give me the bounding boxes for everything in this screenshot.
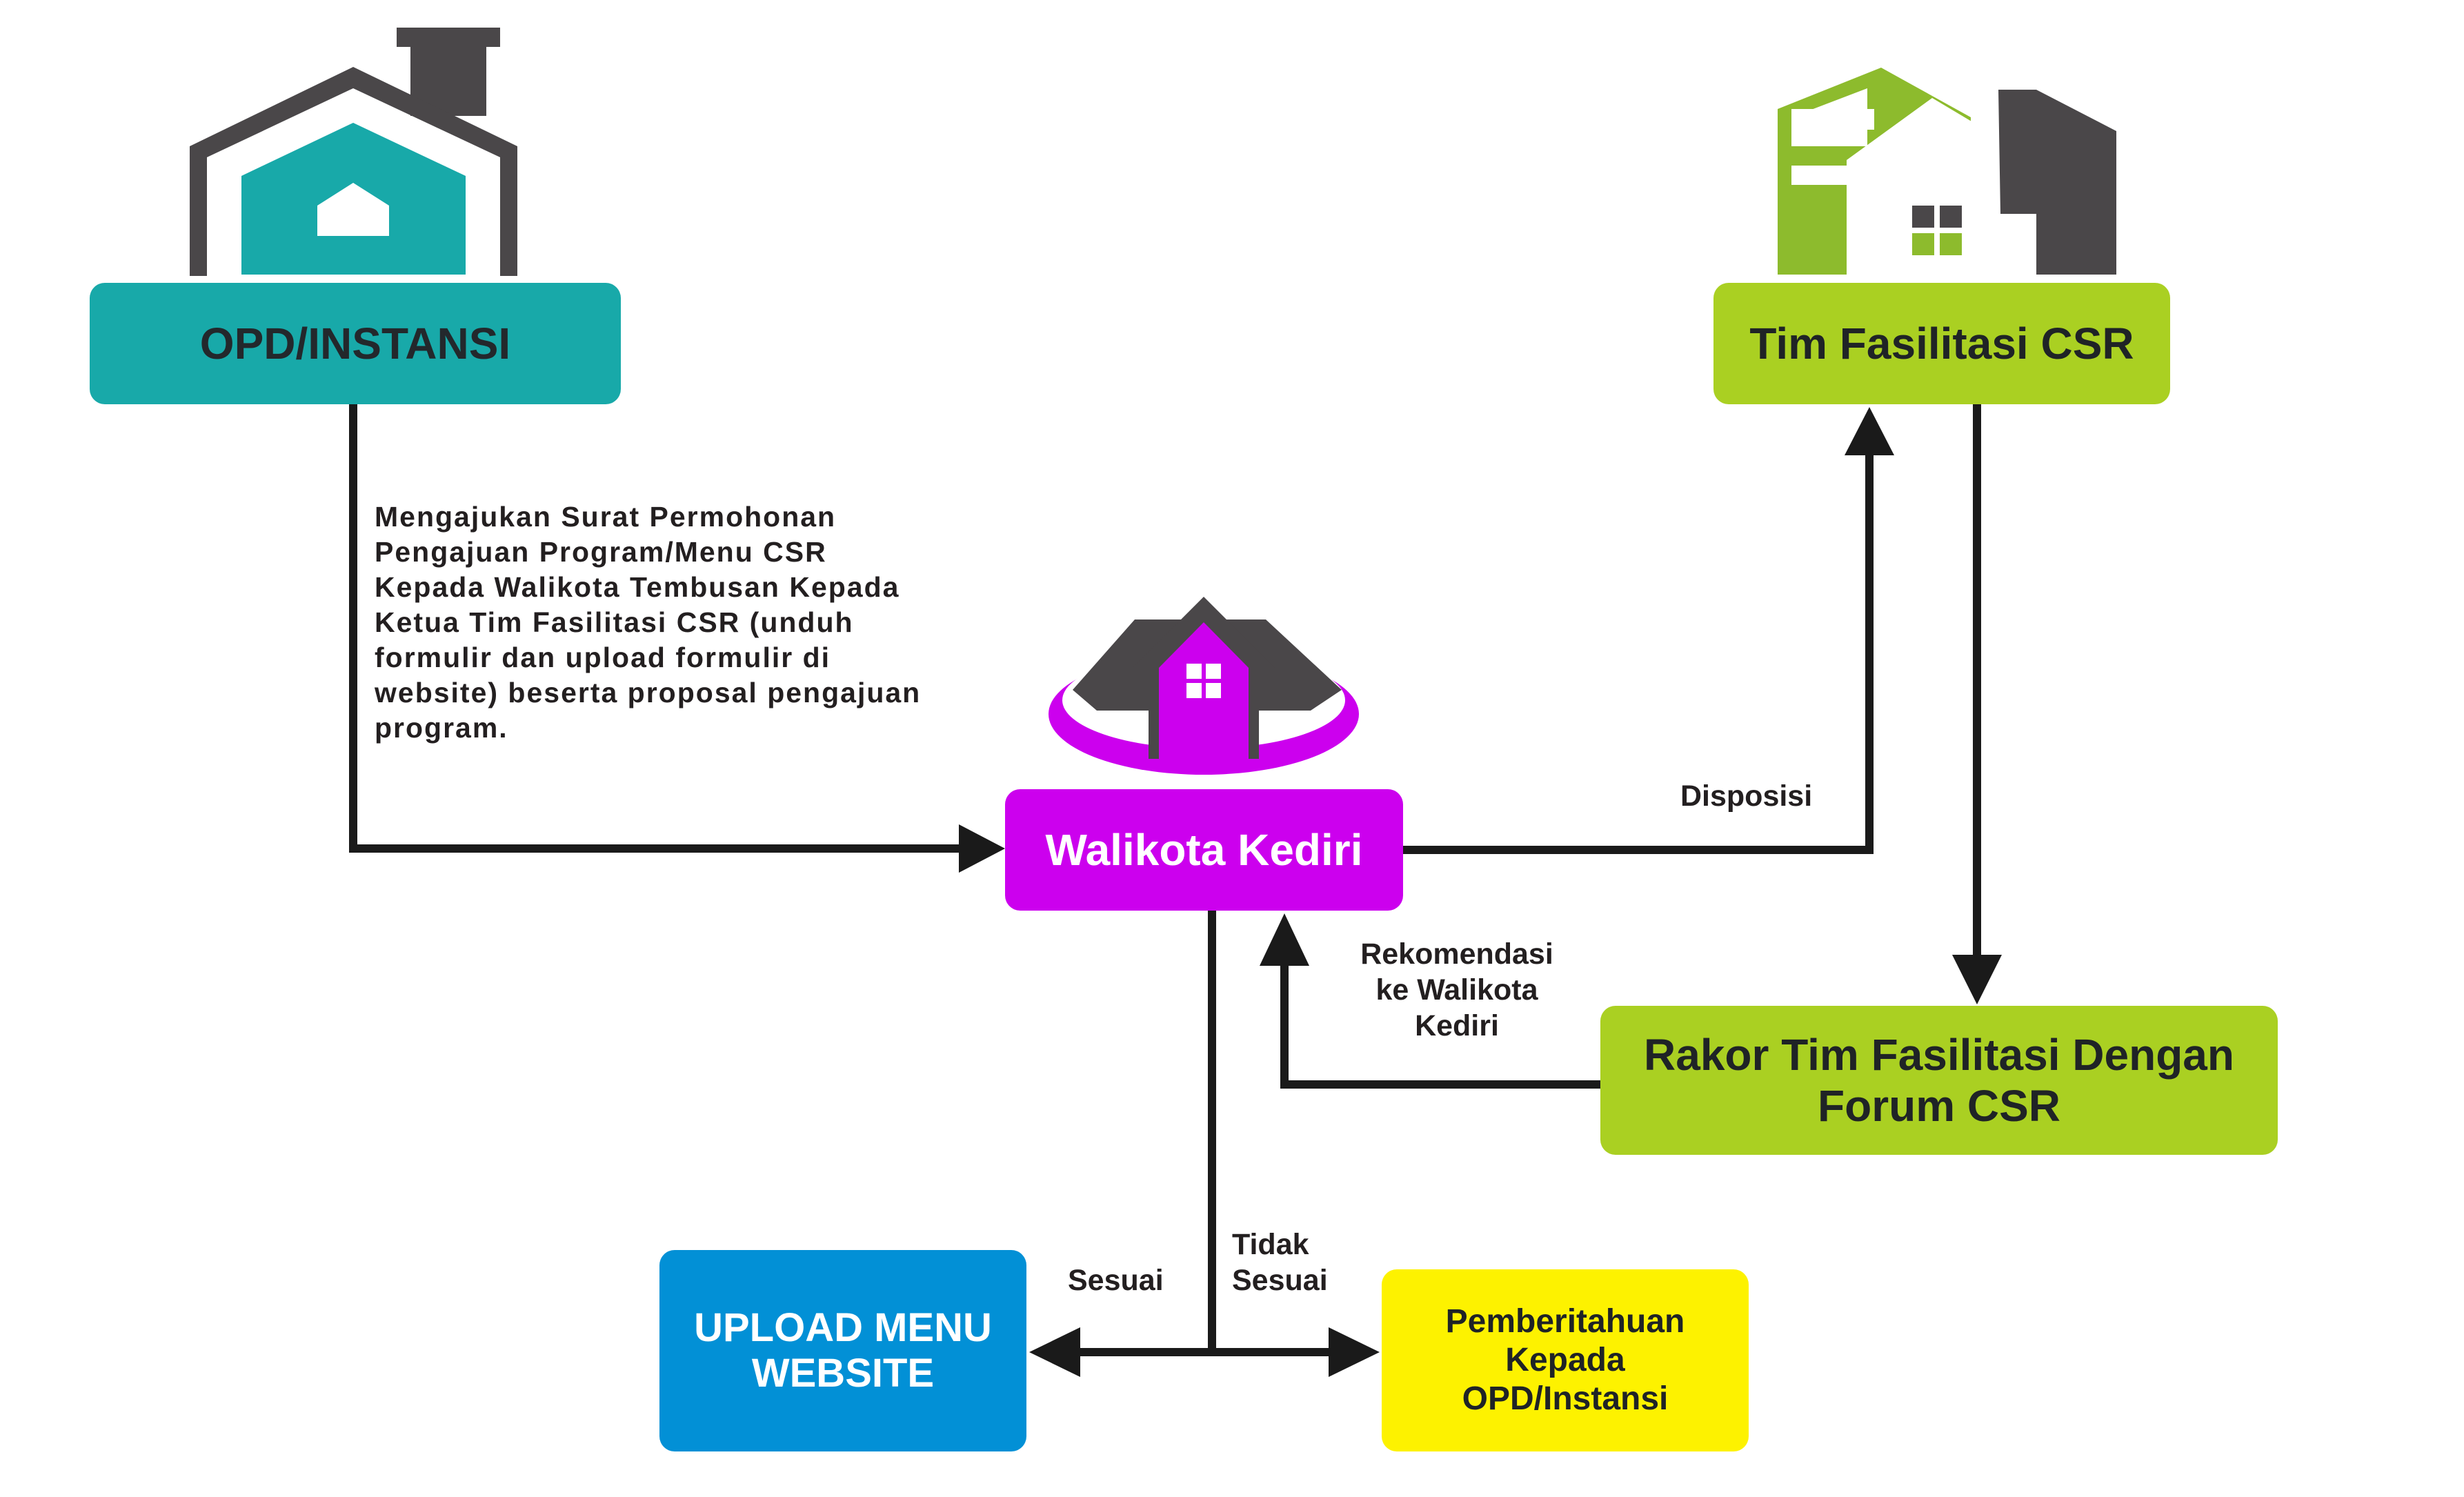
building-icon [1778, 68, 2116, 275]
edge-label-rekomendasi-line1: Rekomendasi [1360, 938, 1553, 971]
node-tim-label: Tim Fasilitasi CSR [1749, 319, 2134, 368]
edge-label-pengajuan-line: program. [375, 712, 508, 744]
arrowhead-rakor-to-walikota [1260, 913, 1309, 966]
node-rakor-line2: Forum CSR [1818, 1081, 2060, 1131]
edge-label-disposisi: Disposisi [1680, 780, 1813, 813]
node-rakor: Rakor Tim Fasilitasi Dengan Forum CSR [1600, 1006, 2278, 1155]
edge-label-rekomendasi-line3: Kediri [1415, 1009, 1499, 1042]
arrowhead-to-upload [1029, 1327, 1080, 1377]
node-pemberitahuan: Pemberitahuan Kepada OPD/Instansi [1382, 1269, 1749, 1451]
arrowhead-to-tim [1845, 407, 1894, 455]
node-pemberitahuan-line2: Kepada [1505, 1342, 1625, 1378]
node-opd-label: OPD/INSTANSI [199, 319, 511, 368]
edge-label-pengajuan-line: Pengajuan Program/Menu CSR [375, 536, 827, 568]
edge-label-pengajuan-line: Kepada Walikota Tembusan Kepada [375, 571, 900, 603]
connector-opd-walikota [349, 404, 980, 853]
edge-label-rekomendasi: Rekomendasi ke Walikota Kediri [1352, 936, 1562, 1044]
node-walikota-label: Walikota Kediri [1045, 825, 1363, 875]
edge-label-tidak-sesuai: Tidak Sesuai [1232, 1227, 1328, 1298]
connector-rakor-walikota [1280, 951, 1600, 1089]
edge-label-sesuai: Sesuai [1068, 1264, 1164, 1297]
node-upload-line1: UPLOAD MENU [694, 1305, 992, 1350]
node-upload-menu-website: UPLOAD MENU WEBSITE [659, 1250, 1026, 1451]
arrowhead-to-rakor [1952, 955, 2002, 1004]
edge-label-tidak-line1: Tidak [1232, 1228, 1309, 1261]
home-ring-icon [1049, 597, 1359, 775]
node-tim-fasilitasi: Tim Fasilitasi CSR [1713, 283, 2170, 404]
arrowhead-to-pemberitahuan [1329, 1327, 1380, 1377]
edge-label-pengajuan-line: Ketua Tim Fasilitasi CSR (unduh [375, 606, 854, 638]
edge-label-tidak-line2: Sesuai [1232, 1264, 1328, 1297]
node-pemberitahuan-line3: OPD/Instansi [1462, 1380, 1669, 1417]
edge-label-pengajuan-line: formulir dan upload formulir di [375, 642, 831, 673]
node-rakor-line1: Rakor Tim Fasilitasi Dengan [1644, 1030, 2234, 1080]
node-opd-instansi: OPD/INSTANSI [90, 283, 621, 404]
house-icon [190, 28, 517, 276]
edge-label-pengajuan-line: Mengajukan Surat Permohonan [375, 501, 837, 533]
connector-walikota-tim [1403, 442, 1874, 854]
edge-label-pengajuan: Mengajukan Surat Permohonan Pengajuan Pr… [375, 499, 943, 746]
arrowhead-to-walikota [959, 824, 1005, 873]
node-walikota: Walikota Kediri [1005, 789, 1403, 911]
edge-label-rekomendasi-line2: ke Walikota [1375, 973, 1538, 1007]
node-upload-line2: WEBSITE [751, 1351, 935, 1396]
edge-label-pengajuan-line: website) beserta proposal pengajuan [375, 677, 922, 708]
node-pemberitahuan-line1: Pemberitahuan [1445, 1303, 1685, 1340]
